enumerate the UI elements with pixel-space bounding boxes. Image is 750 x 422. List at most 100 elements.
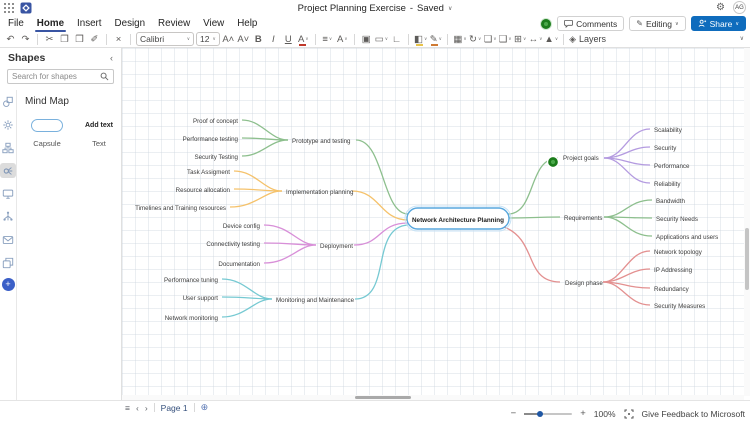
branch-label-prototype-and-testing[interactable]: Prototype and testing [292,138,351,145]
ribbon-collapse-chevron[interactable]: ∨ [739,36,744,42]
text-options-button[interactable]: A∨ [336,32,349,46]
connector-button[interactable]: ∟ [391,33,402,45]
stencil-gear-icon[interactable] [0,117,16,132]
vertical-scrollbar[interactable] [744,48,750,396]
zoom-slider-thumb[interactable] [537,410,544,417]
stencil-mail-icon[interactable] [0,232,16,247]
bring-to-front-button[interactable]: ▲∨ [544,32,558,46]
branch-label-implementation-planning[interactable]: Implementation planning [286,189,354,196]
pages-menu-icon[interactable]: ≡ [125,402,130,413]
stencil-stack-icon[interactable] [0,255,16,270]
shape-search-input[interactable] [12,72,100,81]
line-color-button[interactable]: ✎∨ [429,32,442,46]
menu-home[interactable]: Home [34,18,67,32]
align-shapes-button[interactable]: ⊞∨ [514,32,527,46]
branch-label-project-goals[interactable]: Project goals [563,155,599,162]
topic-user-support[interactable]: User support [183,295,219,302]
topic-connectivity-testing[interactable]: Connectivity testing [206,241,260,248]
stencil-mind-map-icon[interactable] [0,163,16,178]
previous-page-button[interactable]: ‹ [135,402,139,413]
position-button[interactable]: ▦∨ [453,32,466,46]
topic-task-assigment[interactable]: Task Assigment [187,169,230,176]
distribute-button[interactable]: ↔∨ [529,32,543,46]
topic-applications-and-users[interactable]: Applications and users [656,234,718,241]
layers-button[interactable]: ◈ Layers [569,34,606,45]
editing-mode-button[interactable]: ✎ Editing ∨ [629,16,686,31]
topic-security-measures[interactable]: Security Measures [654,303,705,310]
topic-ip-addressing[interactable]: IP Addressing [654,267,693,274]
menu-design[interactable]: Design [114,18,146,29]
redo-button[interactable]: ↷ [21,33,30,45]
design-branch-connectors[interactable] [503,226,651,306]
menu-file[interactable]: File [8,18,24,29]
topic-resource-allocation[interactable]: Resource allocation [176,187,231,194]
zoom-in-button[interactable]: + [580,408,586,419]
shape-button[interactable]: ▭∨ [375,32,388,46]
topic-device-config[interactable]: Device config [223,223,261,230]
menu-help[interactable]: Help [237,18,258,29]
topic-documentation[interactable]: Documentation [218,261,260,268]
panel-collapse-icon[interactable]: ‹ [110,53,113,63]
waffle-menu-icon[interactable] [4,2,15,14]
add-page-button[interactable]: ⊕ [200,402,209,412]
horizontal-scrollbar-thumb[interactable] [355,396,411,399]
stencil-org-chart-icon[interactable] [0,140,16,155]
font-size-select[interactable]: 12 ∨ [196,32,220,46]
fill-color-button[interactable]: ◧∨ [414,32,427,46]
topic-performance[interactable]: Performance [654,163,690,170]
implementation-branch-connectors[interactable] [229,170,409,221]
topic-performance-tuning[interactable]: Performance tuning [164,277,219,284]
next-page-button[interactable]: › [144,402,148,413]
deployment-branch-connectors[interactable] [263,222,409,264]
project-goals-child-connectors[interactable] [603,128,651,184]
underline-button[interactable]: U [284,33,292,45]
settings-gear-icon[interactable]: ⚙ [716,1,725,13]
collaborator-presence-avatar[interactable] [540,17,553,30]
branch-label-design-phase[interactable]: Design phase [565,280,603,287]
topic-reliability[interactable]: Reliability [654,181,681,188]
add-stencil-button[interactable]: + [1,278,15,291]
undo-button[interactable]: ↶ [6,33,15,45]
center-node-label[interactable]: Network Architecture Planning [412,217,504,224]
menu-review[interactable]: Review [158,18,191,29]
page-tab[interactable]: Page 1 [160,402,188,413]
font-color-button[interactable]: A∨ [297,32,310,46]
topic-security-testing[interactable]: Security Testing [194,154,238,161]
monitoring-branch-connectors[interactable] [221,224,409,318]
visio-logo[interactable] [20,2,32,14]
topic-security-needs[interactable]: Security Needs [656,216,698,223]
topic-network-monitoring[interactable]: Network monitoring [165,315,219,322]
requirements-branch-connectors[interactable] [507,199,653,237]
stencil-network-icon[interactable] [0,209,16,224]
fit-page-icon[interactable] [624,409,634,419]
topic-redundancy[interactable]: Redundancy [654,286,690,293]
topic-bandwidth[interactable]: Bandwidth [656,198,685,205]
group-button[interactable]: ❏∨ [484,32,497,46]
menu-insert[interactable]: Insert [77,18,102,29]
stencil-monitor-icon[interactable] [0,186,16,201]
horizontal-scrollbar[interactable] [122,395,744,400]
topic-performance-testing[interactable]: Performance testing [183,136,239,143]
format-painter-button[interactable]: ✐ [90,33,99,45]
share-button[interactable]: Share ∨ [690,16,746,31]
paste-button[interactable]: ❒ [75,33,84,45]
topic-scalability[interactable]: Scalability [654,127,683,134]
align-text-button[interactable]: ≡∨ [321,32,334,46]
shape-search-box[interactable] [7,69,114,84]
topic-security[interactable]: Security [654,145,677,152]
zoom-out-button[interactable]: − [510,408,517,419]
comments-button[interactable]: Comments [557,16,625,31]
shrink-font-button[interactable]: A˅ [237,33,250,45]
menu-view[interactable]: View [203,18,225,29]
zoom-level[interactable]: 100% [593,408,616,419]
canvas-presence-badge[interactable] [546,155,560,169]
branch-label-deployment[interactable]: Deployment [320,243,353,250]
document-title[interactable]: Project Planning Exercise - Saved ∨ [0,0,750,16]
copy-button[interactable]: ❐ [60,33,69,45]
ungroup-button[interactable]: ❑∨ [499,32,512,46]
topic-proof-of-concept[interactable]: Proof of concept [193,118,238,125]
topic-network-topology[interactable]: Network topology [654,249,703,256]
vertical-scrollbar-thumb[interactable] [745,228,749,290]
text-master[interactable]: Add text Text [77,119,121,148]
container-button[interactable]: ▣ [361,33,371,45]
